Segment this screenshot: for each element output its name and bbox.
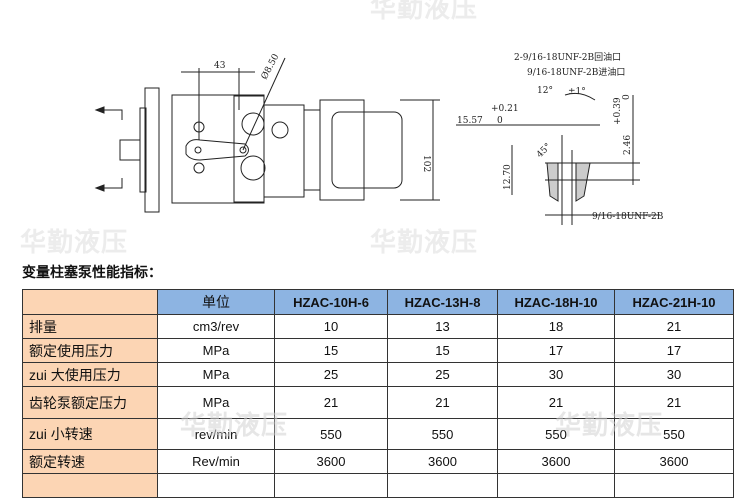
cell: 3600 bbox=[387, 449, 498, 474]
cell: MPa bbox=[157, 386, 275, 419]
watermark: 华勤液压 bbox=[370, 228, 479, 258]
port-inlet-label: 9/16-18UNF-2B进油口 bbox=[527, 66, 625, 78]
row-label: 排量 bbox=[22, 314, 158, 339]
cell: Rev/min bbox=[157, 449, 275, 474]
header-cell bbox=[22, 289, 158, 315]
header-cell: HZAC-10H-6 bbox=[274, 289, 388, 315]
row-label: zui 大使用压力 bbox=[22, 362, 158, 387]
cell bbox=[614, 473, 734, 498]
table-header-row: 单位 HZAC-10H-6 HZAC-13H-8 HZAC-18H-10 HZA… bbox=[22, 289, 734, 315]
cell: 3600 bbox=[614, 449, 734, 474]
port-bottom-label: 9/16-18UNF-2B bbox=[592, 212, 664, 222]
cell: 15 bbox=[274, 338, 388, 363]
pump-technical-drawing: 43 Ø8.50 102 2-9/16-18UNF-2B回油口 9/16-18U… bbox=[94, 51, 664, 225]
watermark: 华勤液压 bbox=[180, 411, 289, 441]
cell: 10 bbox=[274, 314, 388, 339]
row-label: 额定使用压力 bbox=[22, 338, 158, 363]
cell bbox=[157, 473, 275, 498]
port-detail-view bbox=[456, 92, 660, 225]
section-title: 变量柱塞泵性能指标： bbox=[22, 265, 162, 281]
dim-diameter: Ø8.50 bbox=[259, 52, 282, 82]
angle-tol: ±1° bbox=[568, 87, 586, 97]
cell: 30 bbox=[497, 362, 615, 387]
watermark: 华勤液压 bbox=[555, 411, 664, 441]
cell: 25 bbox=[274, 362, 388, 387]
row-label: 额定转速 bbox=[22, 449, 158, 474]
dim-1557: 15.57 bbox=[457, 116, 483, 126]
tol-021: +0.21 bbox=[491, 104, 519, 114]
row-label: zui 小转速 bbox=[22, 418, 158, 450]
cell: 21 bbox=[614, 314, 734, 339]
cell: 17 bbox=[497, 338, 615, 363]
pump-side-view bbox=[94, 57, 440, 213]
cell bbox=[274, 473, 388, 498]
dim-1270: 12.70 bbox=[503, 164, 513, 190]
cell: 21 bbox=[387, 386, 498, 419]
tol-zero-b: 0 bbox=[622, 94, 632, 100]
dim-102: 102 bbox=[421, 155, 431, 172]
cell: 25 bbox=[387, 362, 498, 387]
tol-zero-a: 0 bbox=[497, 116, 503, 126]
angle-12: 12° bbox=[537, 86, 553, 96]
cell: 21 bbox=[274, 386, 388, 419]
cell bbox=[387, 473, 498, 498]
cell: 550 bbox=[387, 418, 498, 450]
cell: 550 bbox=[274, 418, 388, 450]
cell: 550 bbox=[614, 418, 734, 450]
cell: MPa bbox=[157, 362, 275, 387]
tol-039: +0.39 bbox=[613, 97, 623, 125]
row-label bbox=[22, 473, 158, 498]
cell: cm3/rev bbox=[157, 314, 275, 339]
cell: 550 bbox=[497, 418, 615, 450]
cell bbox=[497, 473, 615, 498]
row-label: 齿轮泵额定压力 bbox=[22, 386, 158, 419]
angle-45: 45° bbox=[535, 142, 553, 160]
cell: 17 bbox=[614, 338, 734, 363]
cell: MPa bbox=[157, 338, 275, 363]
performance-table: 单位 HZAC-10H-6 HZAC-13H-8 HZAC-18H-10 HZA… bbox=[22, 289, 734, 498]
cell: 15 bbox=[387, 338, 498, 363]
header-cell: HZAC-13H-8 bbox=[387, 289, 498, 315]
cell: 3600 bbox=[274, 449, 388, 474]
cell: 30 bbox=[614, 362, 734, 387]
dim-43: 43 bbox=[214, 61, 226, 71]
header-cell: 单位 bbox=[157, 289, 275, 315]
header-cell: HZAC-18H-10 bbox=[497, 289, 615, 315]
cell: 13 bbox=[387, 314, 498, 339]
watermark: 华勤液压 bbox=[20, 228, 129, 258]
cell: 18 bbox=[497, 314, 615, 339]
cell: 3600 bbox=[497, 449, 615, 474]
watermark: 华勤液压 bbox=[370, 0, 479, 24]
port-return-label: 2-9/16-18UNF-2B回油口 bbox=[514, 51, 621, 63]
dim-246: 2.46 bbox=[623, 135, 633, 155]
table-row-partial bbox=[22, 473, 734, 498]
header-cell: HZAC-21H-10 bbox=[614, 289, 734, 315]
